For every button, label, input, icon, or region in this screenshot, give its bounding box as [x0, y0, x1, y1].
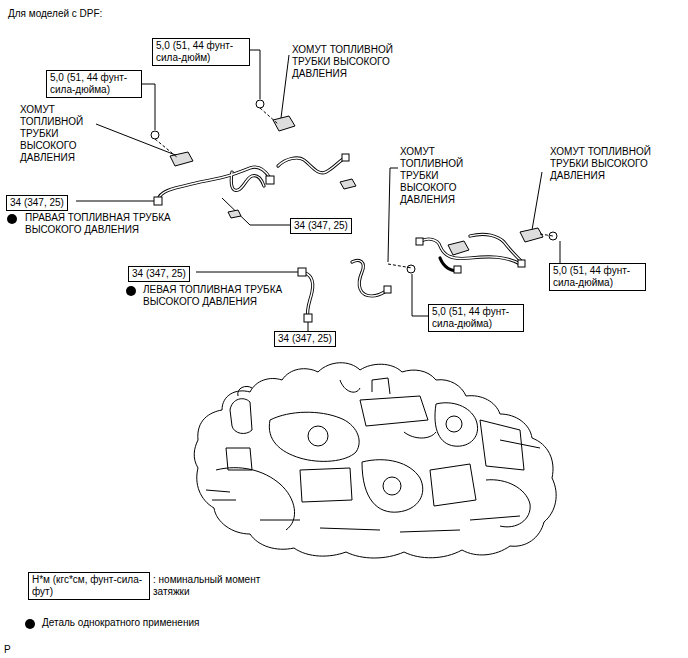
torque-box: 34 (347, 25) [128, 266, 190, 282]
bolts [151, 100, 557, 273]
torque-value: 5,0 (51, 44 фунт-сила-дюйма) [432, 306, 520, 330]
torque-box: 5,0 (51, 44 фунт-сила-дюйм) [152, 38, 250, 66]
legend-swatch [25, 619, 35, 629]
part-name: ЛЕВАЯ ТОПЛИВНАЯ ТРУБКА ВЫСОКОГО ДАВЛЕНИЯ [143, 284, 313, 308]
leader-lines [76, 50, 560, 331]
part-name: ХОМУТ ТОПЛИВНОЙ ТРУБКИ ВЫСОКОГО ДАВЛЕНИЯ [292, 44, 414, 80]
part-name: ХОМУТ ТОПЛИВНОЙ ТРУБКИ ВЫСОКОГО ДАВЛЕНИЯ [400, 146, 474, 206]
torque-value: 34 (347, 25) [132, 268, 186, 280]
legend-text: : номинальный момент затяжки [153, 574, 283, 598]
part-name: ПРАВАЯ ТОПЛИВНАЯ ТРУБКА ВЫСОКОГО ДАВЛЕНИ… [25, 212, 195, 236]
heading-note: Для моделей с DPF: [8, 8, 228, 20]
torque-value: 5,0 (51, 44 фунт-сила-дюйма) [50, 72, 138, 96]
hidden-lines [155, 108, 553, 268]
legend-box: Н*м (кгс*см, фунт-сила-фут) [28, 572, 150, 600]
torque-value: 5,0 (51, 44 фунт-сила-дюйм) [156, 40, 246, 64]
torque-box: 5,0 (51, 44 фунт-сила-дюйма) [549, 263, 646, 291]
legend-text: Деталь однократного применения [42, 617, 262, 629]
torque-value: 34 (347, 25) [278, 333, 332, 345]
torque-value: Н*м (кгс*см, фунт-сила-фут) [32, 574, 146, 598]
torque-value: 34 (347, 25) [294, 220, 348, 232]
torque-box: 34 (347, 25) [274, 331, 336, 347]
part-name: ХОМУТ ТОПЛИВНОЙ ТРУБКИ ВЫСОКОГО ДАВЛЕНИЯ [550, 146, 662, 182]
torque-box: 34 (347, 25) [290, 218, 352, 234]
torque-value: 5,0 (51, 44 фунт-сила-дюйма) [553, 265, 642, 289]
torque-value: 34 (347, 25) [10, 197, 64, 209]
torque-box: 34 (347, 25) [6, 195, 68, 211]
torque-box: 5,0 (51, 44 фунт-сила-дюйма) [46, 70, 142, 98]
engine-illustration [194, 363, 556, 558]
part-name: ХОМУТ ТОПЛИВНОЙ ТРУБКИ ВЫСОКОГО ДАВЛЕНИЯ [20, 104, 94, 164]
page-mark: P [4, 644, 24, 656]
torque-box: 5,0 (51, 44 фунт-сила-дюйма) [428, 304, 524, 332]
